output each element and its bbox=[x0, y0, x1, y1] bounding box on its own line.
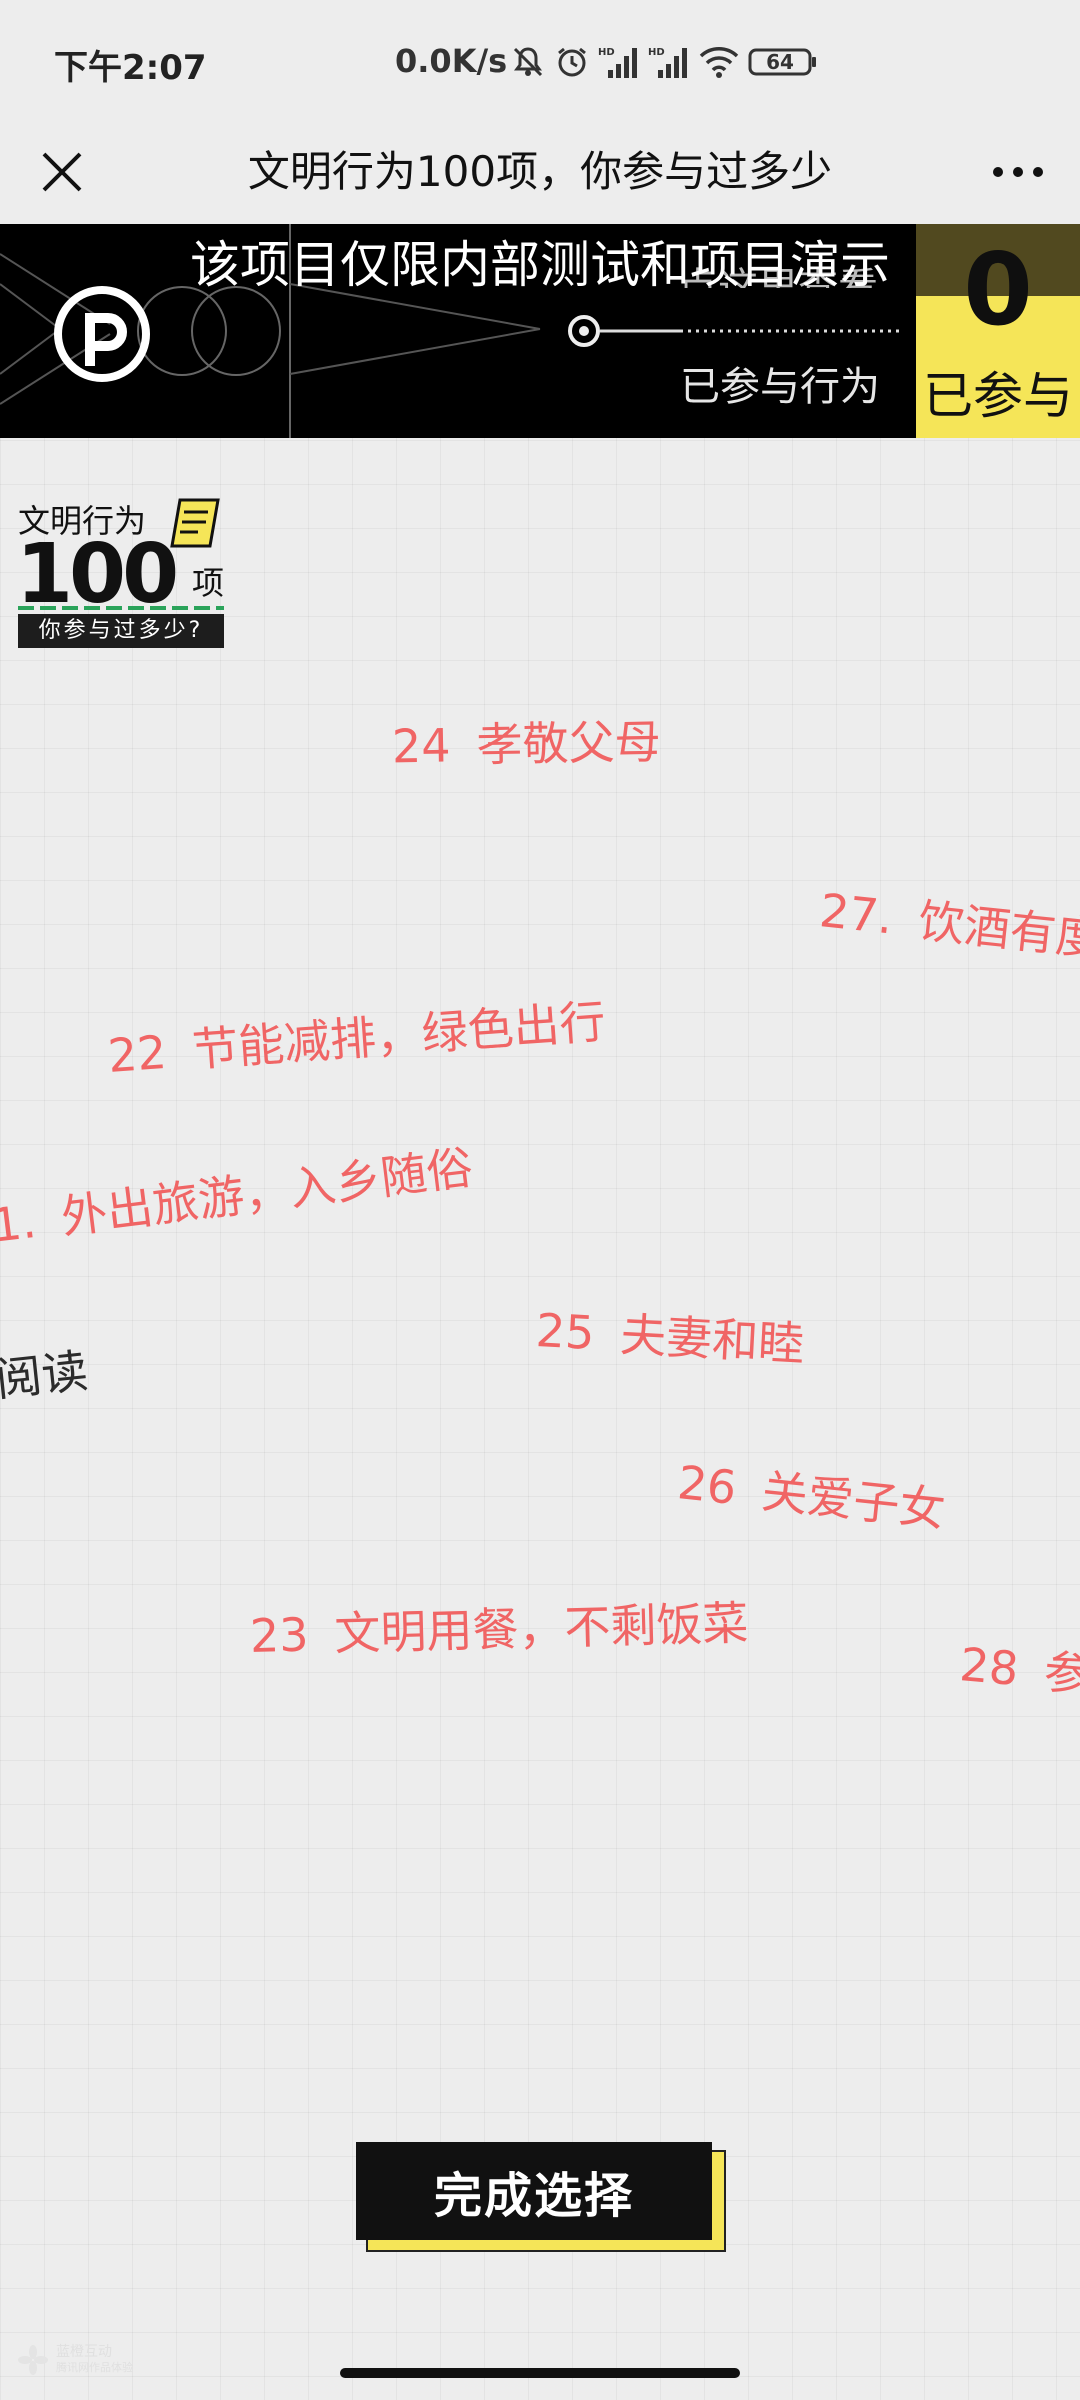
action-item-21[interactable]: 1. 外出旅游，入乡随俗 bbox=[0, 1137, 476, 1256]
item-number: 28 bbox=[957, 1637, 1021, 1696]
action-item-27[interactable]: 27. 饮酒有度 bbox=[817, 880, 1080, 969]
footer-tagline: 腾讯网作品体验 bbox=[56, 2361, 133, 2374]
logo-dashes bbox=[18, 606, 224, 610]
bell-muted-icon bbox=[510, 44, 546, 80]
item-label: 孝敬父母 bbox=[476, 714, 661, 772]
banner: 点这里查看 该项目仅限内部测试和项目演示 已参与行为 0 已参与 bbox=[0, 224, 1080, 438]
item-number: 25 bbox=[534, 1303, 596, 1361]
joined-count: 0 bbox=[963, 231, 1033, 348]
item-number: 1. bbox=[0, 1193, 39, 1253]
close-button[interactable] bbox=[26, 136, 98, 208]
hd-signal-icon: HD bbox=[598, 44, 640, 80]
action-item-26[interactable]: 26 关爱子女 bbox=[675, 1452, 948, 1540]
item-number: 26 bbox=[675, 1455, 740, 1515]
page-title: 文明行为100项，你参与过多少 bbox=[247, 147, 833, 196]
battery-level: 64 bbox=[766, 50, 794, 74]
item-label: 外出旅游，入乡随俗 bbox=[58, 1140, 476, 1245]
item-label: 夫妻和睦 bbox=[619, 1307, 806, 1372]
document-icon bbox=[166, 496, 230, 558]
action-item-22[interactable]: 22 节能减排，绿色出行 bbox=[106, 991, 608, 1086]
battery-icon: 64 bbox=[748, 46, 818, 78]
hd-signal-icon: HD bbox=[648, 44, 690, 80]
counter-top-band bbox=[916, 224, 1080, 296]
brand-logo-icon bbox=[52, 284, 152, 384]
network-speed: 0.0K/s bbox=[395, 42, 508, 80]
title-bar: 文明行为100项，你参与过多少 bbox=[0, 120, 1080, 224]
status-icons: HD HD 64 bbox=[506, 40, 818, 84]
close-icon bbox=[42, 152, 82, 192]
svg-text:HD: HD bbox=[648, 47, 665, 58]
logo-top-text: 文明行为 bbox=[18, 502, 147, 540]
more-icon bbox=[993, 167, 1043, 177]
joined-count-label: 已参与 bbox=[923, 367, 1073, 425]
flower-logo-icon bbox=[18, 2345, 48, 2375]
campaign-logo: 文明行为 100 项 你参与过多少? bbox=[16, 492, 266, 652]
alarm-icon bbox=[554, 44, 590, 80]
status-bar: 下午2:07 0.0K/s HD HD 64 bbox=[0, 0, 1080, 120]
action-item-reading[interactable]: 阅读 bbox=[0, 1341, 91, 1410]
item-number: 24 bbox=[391, 718, 452, 774]
joined-counter[interactable]: 0 已参与 bbox=[916, 224, 1080, 438]
action-item-28[interactable]: 28 参 bbox=[957, 1634, 1080, 1705]
svg-text:HD: HD bbox=[598, 47, 615, 58]
logo-number: 100 bbox=[16, 527, 179, 622]
action-item-25[interactable]: 25 夫妻和睦 bbox=[534, 1300, 806, 1374]
item-number: 27. bbox=[817, 883, 896, 945]
footer-brand: 蓝橙互动 bbox=[56, 2344, 112, 2360]
action-item-23[interactable]: 23 文明用餐，不剩饭菜 bbox=[249, 1593, 749, 1666]
demo-notice: 该项目仅限内部测试和项目演示 bbox=[190, 236, 890, 294]
item-number: 22 bbox=[106, 1024, 169, 1083]
finish-selection-button[interactable]: 完成选择 bbox=[356, 2142, 712, 2240]
item-label: 参 bbox=[1041, 1644, 1080, 1703]
action-item-24[interactable]: 24 孝敬父母 bbox=[391, 712, 661, 777]
footer-watermark: 蓝橙互动 腾讯网作品体验 bbox=[18, 2344, 133, 2376]
wifi-icon bbox=[698, 44, 740, 80]
item-label: 关爱子女 bbox=[759, 1463, 948, 1537]
banner-decoration bbox=[0, 224, 900, 438]
more-button[interactable] bbox=[982, 136, 1054, 208]
item-number: 23 bbox=[249, 1607, 310, 1663]
item-label: 节能减排，绿色出行 bbox=[190, 994, 608, 1078]
status-time: 下午2:07 bbox=[54, 48, 207, 88]
logo-unit: 项 bbox=[192, 564, 225, 602]
logo-subtitle: 你参与过多少? bbox=[18, 614, 224, 648]
joined-actions-link[interactable]: 已参与行为 bbox=[680, 364, 880, 410]
home-indicator[interactable] bbox=[340, 2368, 740, 2378]
item-label: 阅读 bbox=[0, 1343, 91, 1407]
banner-peek-text: 点这里查看 bbox=[678, 265, 878, 288]
item-label: 文明用餐，不剩饭菜 bbox=[333, 1595, 750, 1661]
item-label: 饮酒有度 bbox=[915, 893, 1080, 967]
